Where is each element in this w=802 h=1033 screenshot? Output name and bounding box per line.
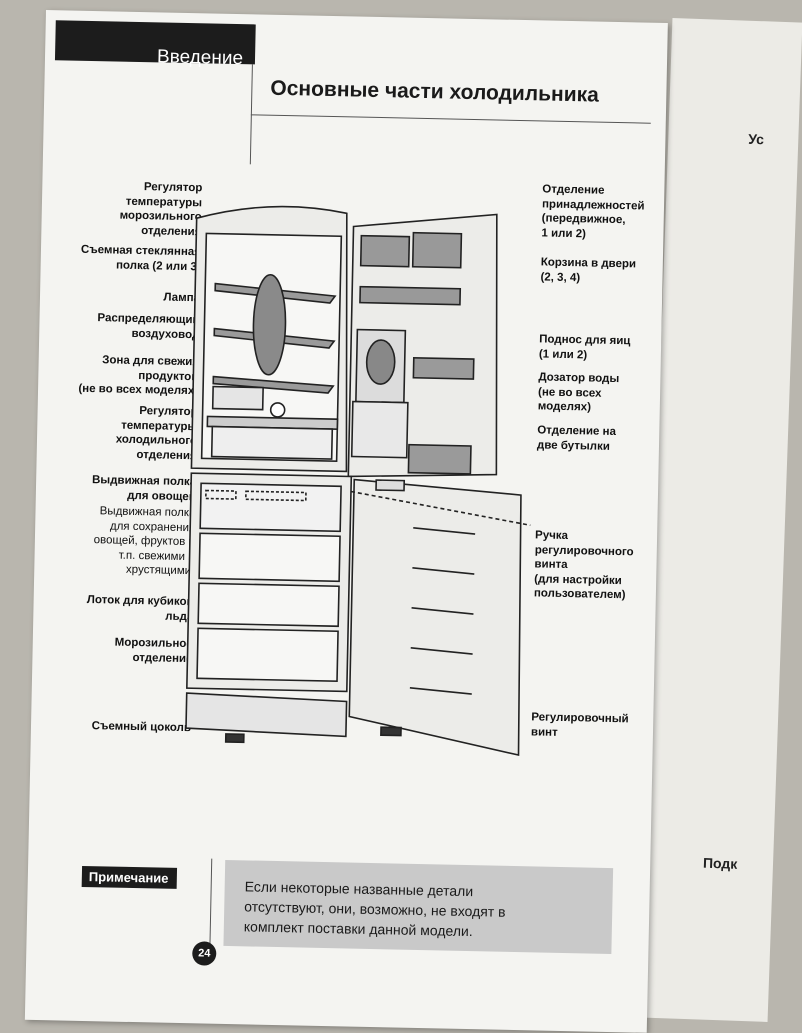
next-page-subheading: Подк <box>702 854 738 872</box>
label-adjust-screw: Регулировочный винт <box>530 711 629 739</box>
note-divider <box>209 858 213 954</box>
label-egg-tray: Поднос для яиц (1 или 2) <box>538 333 631 361</box>
label-door-basket: Корзина в двери (2, 3, 4) <box>540 256 637 284</box>
label-screw-handle: Ручка регулировочного винта (для настрой… <box>533 529 634 602</box>
next-page-heading: Ус <box>748 130 765 148</box>
manual-page: Введение Основные части холодильника Рег… <box>24 10 668 1033</box>
section-header: Введение <box>54 20 256 69</box>
refrigerator-diagram <box>185 205 531 757</box>
label-accessories: Отделение принадлежностей (передвижное, … <box>541 183 645 240</box>
note-tag: Примечание <box>81 865 177 889</box>
label-bottle-section: Отделение на две бутылки <box>536 424 617 453</box>
page-title: Основные части холодильника <box>270 76 600 107</box>
section-title: Введение <box>156 46 244 70</box>
divider-horizontal <box>250 114 651 124</box>
note-box: Если некоторые названные детали отсутств… <box>223 859 614 955</box>
label-water-dispenser: Дозатор воды (не во всех моделях) <box>537 371 620 414</box>
note-text: Если некоторые названные детали отсутств… <box>243 878 506 940</box>
page-number: 24 <box>192 941 217 966</box>
